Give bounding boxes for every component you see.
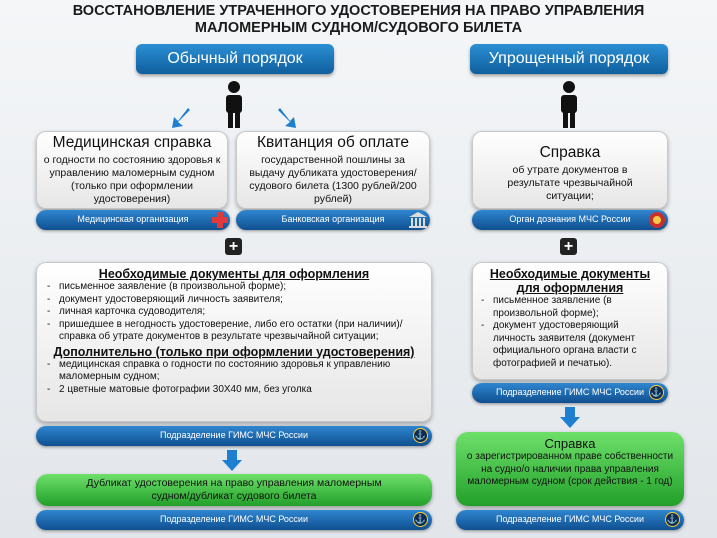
payment-receipt-card: Квитанция об оплате государственной пошл…	[236, 131, 430, 209]
required-documents-card: Необходимые документы для оформления пис…	[36, 262, 432, 422]
emergency-certificate-card: Справка об утрате документов в результат…	[472, 131, 668, 209]
anchor-icon: ⚓	[665, 512, 680, 527]
required-documents-card-simplified: Необходимые документы для оформления пис…	[472, 262, 668, 380]
list-item: 2 цветные матовые фотографии 30Х40 мм, б…	[47, 384, 421, 397]
list-item: медицинская справка о годности по состоя…	[47, 359, 421, 384]
header-standard-procedure: Обычный порядок	[136, 44, 334, 74]
pill-medical-organization: Медицинская организация	[36, 210, 230, 230]
pill-gims-department-result: Подразделение ГИМС МЧС России ⚓	[36, 510, 432, 530]
anchor-icon: ⚓	[413, 512, 428, 527]
list-item: пришедшее в негодность удостоверение, ли…	[47, 319, 421, 344]
list-item: документ удостоверяющий личность заявите…	[47, 294, 421, 307]
medical-certificate-card: Медицинская справка о годности по состоя…	[36, 131, 228, 209]
list-item: документ удостоверяющий личность заявите…	[481, 320, 659, 370]
page-title: ВОССТАНОВЛЕНИЕ УТРАЧЕННОГО УДОСТОВЕРЕНИЯ…	[72, 3, 645, 36]
anchor-icon: ⚓	[649, 385, 664, 400]
plus-icon: +	[225, 238, 242, 255]
person-icon	[561, 81, 577, 128]
person-icon	[226, 81, 242, 128]
required-documents-list-simplified: письменное заявление (в произвольной фор…	[481, 295, 659, 370]
bank-icon	[409, 212, 427, 228]
list-item: письменное заявление (в произвольной фор…	[47, 281, 421, 294]
arrow-down-icon	[560, 407, 580, 428]
required-documents-list: письменное заявление (в произвольной фор…	[47, 281, 421, 344]
arrow-down-icon	[222, 450, 242, 471]
plus-icon: +	[560, 238, 577, 255]
list-item: личная карточка судоводителя;	[47, 306, 421, 319]
duplicate-result-box: Дубликат удостоверения на право управлен…	[36, 474, 432, 506]
pill-inquiry-body: Орган дознания МЧС России	[472, 210, 668, 230]
anchor-icon: ⚓	[413, 428, 428, 443]
pill-gims-department-result-simplified: Подразделение ГИМС МЧС России ⚓	[456, 510, 684, 530]
certificate-result-box: Справка о зарегистрированном праве собст…	[456, 432, 684, 506]
header-simplified-procedure: Упрощенный порядок	[470, 44, 668, 74]
medical-cross-icon	[212, 212, 228, 228]
mchs-emblem-icon	[649, 212, 665, 228]
arrow-down-right-icon	[278, 108, 296, 128]
pill-bank-organization: Банковская организация	[236, 210, 430, 230]
additional-documents-list: медицинская справка о годности по состоя…	[47, 359, 421, 397]
arrow-down-left-icon	[172, 108, 190, 128]
pill-gims-department: Подразделение ГИМС МЧС России ⚓	[36, 426, 432, 446]
list-item: письменное заявление (в произвольной фор…	[481, 295, 659, 320]
pill-gims-department-simplified: Подразделение ГИМС МЧС России ⚓	[472, 383, 668, 403]
